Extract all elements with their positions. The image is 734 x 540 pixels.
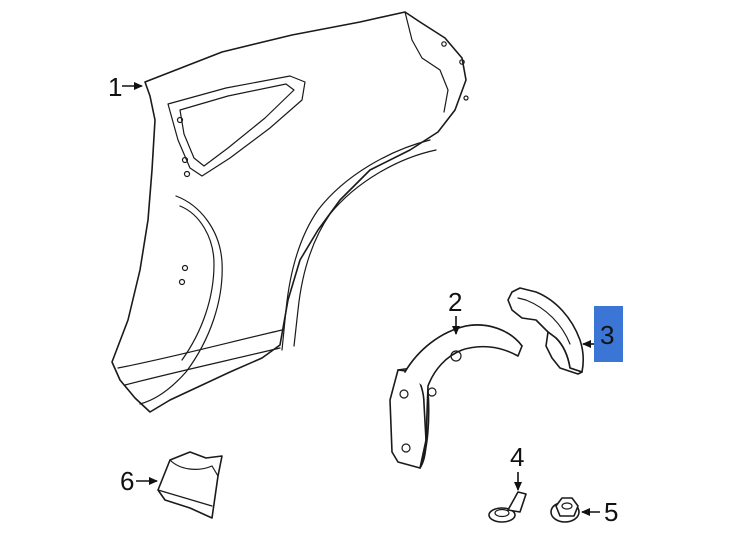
callout-4: 4: [510, 442, 524, 491]
flange-nut-icon[interactable]: [550, 497, 580, 523]
callout-3-label: 3: [600, 320, 614, 350]
push-pin-clip-icon[interactable]: [488, 491, 527, 523]
callout-1: 1: [108, 72, 143, 102]
wheel-arch-liner-icon[interactable]: [389, 324, 523, 469]
callout-3-highlight: [594, 306, 623, 362]
callout-4-label: 4: [510, 442, 524, 472]
callout-2: 2: [448, 287, 462, 335]
callout-3[interactable]: 3: [582, 306, 623, 362]
callout-5: 5: [581, 497, 618, 527]
callout-2-label: 2: [448, 287, 462, 317]
trim-bracket-icon[interactable]: [157, 451, 223, 519]
callout-1-label: 1: [108, 72, 122, 102]
splash-shield-icon[interactable]: [507, 287, 585, 375]
callout-5-label: 5: [604, 497, 618, 527]
quarter-panel-icon[interactable]: [111, 11, 469, 413]
callout-6-label: 6: [120, 466, 134, 496]
callout-6: 6: [120, 466, 158, 496]
